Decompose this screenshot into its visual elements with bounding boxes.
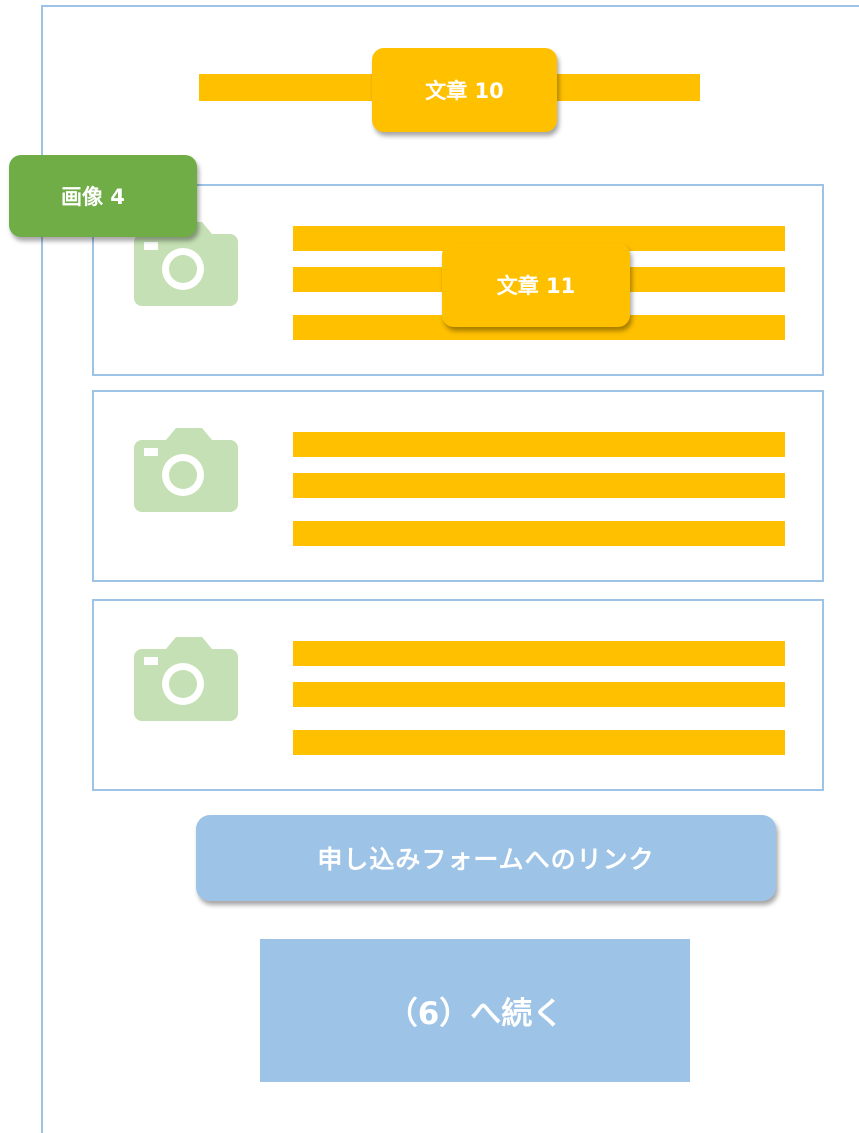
link-button-label: 申し込みフォームへのリンク	[317, 845, 655, 874]
image-4-label: 画像 4	[61, 185, 125, 209]
text-line	[293, 730, 785, 755]
text-line	[293, 641, 785, 666]
continue-box: （6）へ続く	[260, 939, 690, 1082]
text-line	[293, 473, 785, 498]
camera-icon	[134, 637, 238, 721]
text-block-10-label: 文章 10	[425, 79, 504, 103]
text-block-11-label: 文章 11	[496, 274, 576, 298]
text-block-11-tag: 文章 11	[442, 243, 630, 327]
page-frame	[41, 5, 859, 1133]
camera-icon	[134, 428, 238, 512]
text-line	[293, 521, 785, 546]
text-line	[293, 432, 785, 457]
image-4-tag: 画像 4	[9, 155, 197, 237]
text-block-10-tag: 文章 10	[372, 48, 557, 132]
application-form-link-button[interactable]: 申し込みフォームへのリンク	[196, 815, 776, 901]
text-line	[293, 682, 785, 707]
content-card-3	[92, 599, 824, 791]
continue-label: （6）へ続く	[386, 996, 564, 1032]
content-card-2	[92, 390, 824, 582]
